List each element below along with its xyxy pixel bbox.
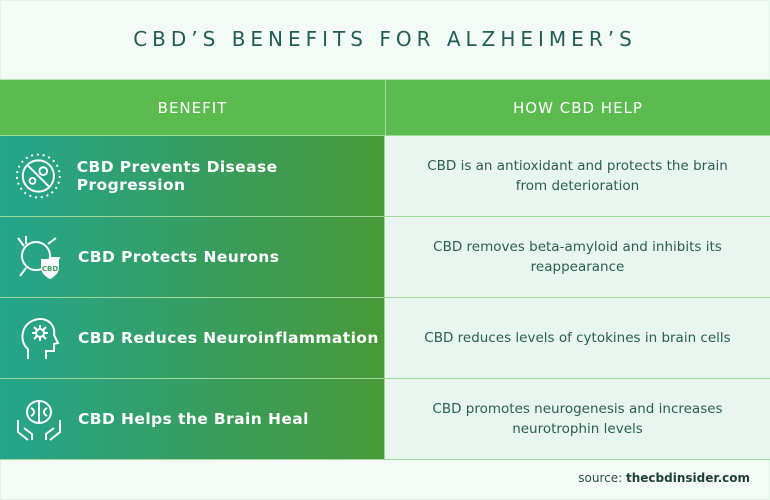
source-credit: source: thecbdinsider.com [578,471,750,485]
table-row: CBD Helps the Brain Heal CBD promotes ne… [0,378,770,459]
neuron-shield-icon: CBD [17,236,60,280]
table-bottom-border [0,459,770,460]
how-cell: CBD reduces levels of cytokines in brain… [385,298,770,378]
table-row: CBD CBD Protects Neurons CBD removes bet… [0,216,770,297]
page-title: CBD’S BENEFITS FOR ALZHEIMER’S [133,27,637,51]
benefit-cell: CBD Reduces Neuroinflammation [0,298,385,378]
head-brain-icon [21,317,60,359]
benefit-cell: CBD Prevents Disease Progression [0,136,385,216]
benefit-cell: CBD CBD Protects Neurons [0,217,385,297]
benefit-cell: CBD Helps the Brain Heal [0,379,385,459]
benefit-label: CBD Prevents Disease Progression [76,158,278,194]
table-header: BENEFIT HOW CBD HELP [0,79,770,136]
benefit-label: CBD Reduces Neuroinflammation [78,329,379,347]
svg-text:CBD: CBD [42,265,58,273]
how-cell: CBD removes beta-amyloid and inhibits it… [385,217,770,297]
source-site: thecbdinsider.com [626,471,750,485]
how-cell: CBD promotes neurogenesis and increases … [385,379,770,459]
benefit-label: CBD Protects Neurons [78,248,280,266]
header-benefit: BENEFIT [0,80,386,136]
benefit-label: CBD Helps the Brain Heal [78,410,309,428]
source-label: source: [578,471,623,485]
table-row: CBD Reduces Neuroinflammation CBD reduce… [0,297,770,378]
table-row: CBD Prevents Disease Progression CBD is … [0,135,770,216]
virus-blocked-icon [15,153,61,199]
header-how: HOW CBD HELP [513,99,643,117]
how-cell: CBD is an antioxidant and protects the b… [385,136,770,216]
hands-brain-icon [17,400,61,441]
